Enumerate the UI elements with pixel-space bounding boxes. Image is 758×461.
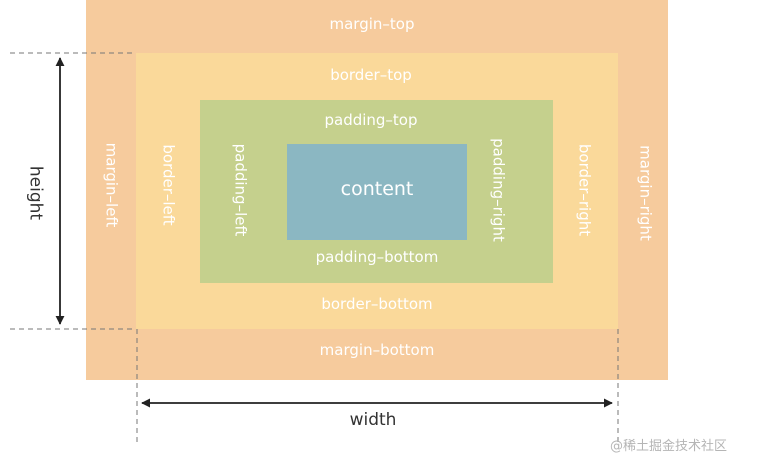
border-top-label: border–top: [330, 66, 412, 84]
padding-bottom-label: padding–bottom: [315, 248, 439, 266]
width-label: width: [349, 410, 397, 430]
content-box: [287, 144, 467, 240]
margin-bottom-label: margin–bottom: [319, 341, 435, 359]
height-label: height: [25, 165, 46, 221]
border-bottom-label: border–bottom: [321, 295, 433, 313]
watermark: @稀土掘金技术社区: [610, 439, 728, 454]
padding-top-label: padding–top: [324, 111, 418, 129]
margin-top-label: margin–top: [329, 15, 415, 33]
content-label: content: [340, 178, 414, 200]
